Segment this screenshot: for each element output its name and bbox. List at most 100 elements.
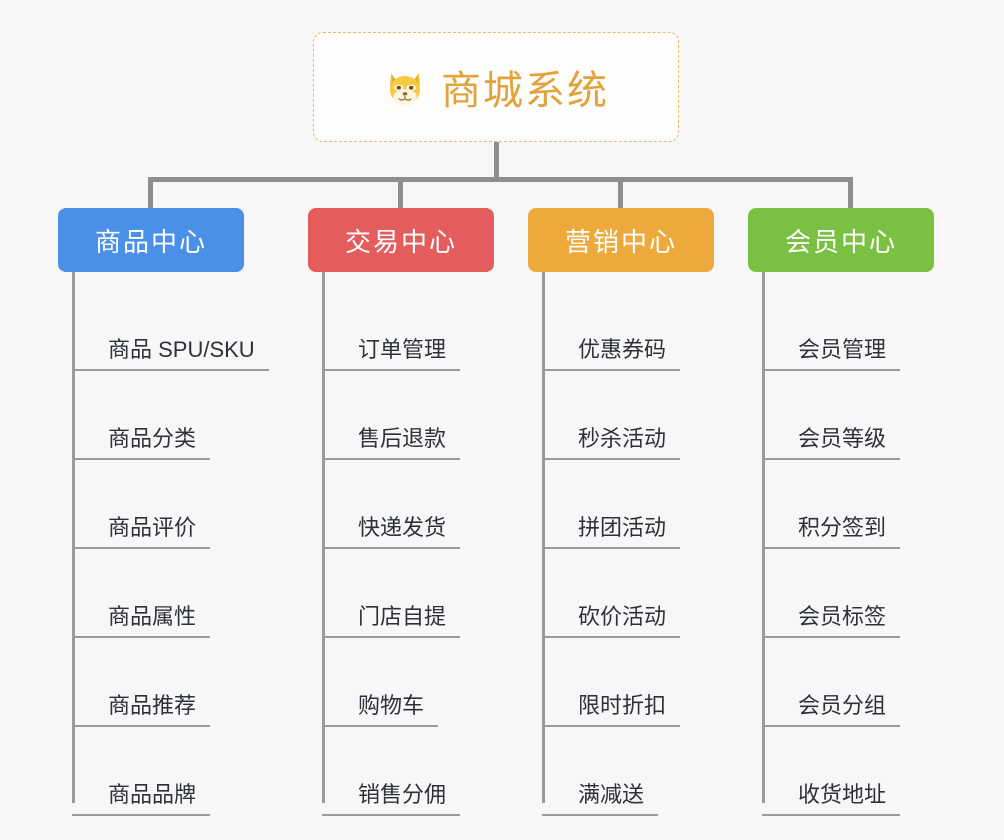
leaf-item[interactable]: 限时折扣: [542, 638, 758, 727]
leaf-label: 购物车: [358, 693, 425, 718]
branch-column-product: 商品中心 商品 SPU/SKU 商品分类 商品评价 商品属性 商品推荐: [58, 208, 348, 816]
category-header-marketing[interactable]: 营销中心: [528, 208, 714, 272]
leaf-label: 销售分佣: [358, 782, 447, 807]
leaf-item[interactable]: 商品 SPU/SKU: [72, 282, 348, 371]
leaf-item[interactable]: 积分签到: [762, 460, 988, 549]
leaf-item[interactable]: 秒杀活动: [542, 371, 758, 460]
leaf-item[interactable]: 售后退款: [322, 371, 538, 460]
leaf-label: 满减送: [578, 782, 645, 807]
root-node[interactable]: 商城系统: [313, 32, 679, 142]
leaf-underline: [542, 458, 681, 460]
leaf-label: 限时折扣: [578, 693, 667, 718]
leaf-underline: [542, 547, 681, 549]
connector-drop-2: [398, 177, 403, 209]
leaf-label: 优惠券码: [578, 337, 667, 362]
leaf-item[interactable]: 拼团活动: [542, 460, 758, 549]
leaf-underline: [72, 547, 211, 549]
leaf-item[interactable]: 满减送: [542, 727, 758, 816]
leaf-item[interactable]: 快递发货: [322, 460, 538, 549]
leaf-underline: [72, 636, 211, 638]
leaf-item[interactable]: 商品评价: [72, 460, 348, 549]
category-label: 会员中心: [784, 226, 897, 257]
branch-column-member: 会员中心 会员管理 会员等级 积分签到 会员标签 会员分组: [748, 208, 988, 816]
leaf-underline: [762, 814, 901, 816]
leaf-item[interactable]: 会员分组: [762, 638, 988, 727]
leaf-item[interactable]: 收货地址: [762, 727, 988, 816]
branch-column-trade: 交易中心 订单管理 售后退款 快递发货 门店自提 购物车: [308, 208, 538, 816]
leaf-item[interactable]: 订单管理: [322, 282, 538, 371]
root-title: 商城系统: [441, 69, 609, 113]
leaf-label: 快递发货: [358, 515, 447, 540]
connector-drop-3: [618, 177, 623, 209]
leaf-underline: [322, 636, 461, 638]
leaf-item[interactable]: 商品推荐: [72, 638, 348, 727]
leaf-item[interactable]: 销售分佣: [322, 727, 538, 816]
category-label: 交易中心: [344, 226, 457, 257]
leaf-label: 商品品牌: [108, 782, 197, 807]
leaf-item[interactable]: 会员标签: [762, 549, 988, 638]
leaf-item[interactable]: 砍价活动: [542, 549, 758, 638]
leaf-underline: [762, 636, 901, 638]
leaf-label: 商品推荐: [108, 693, 197, 718]
leaf-underline: [72, 814, 211, 816]
leaf-underline: [542, 814, 659, 816]
leaf-label: 积分签到: [798, 515, 887, 540]
leaf-underline: [322, 547, 461, 549]
leaf-item[interactable]: 门店自提: [322, 549, 538, 638]
leaf-item[interactable]: 优惠券码: [542, 282, 758, 371]
leaf-underline: [762, 725, 901, 727]
leaf-item[interactable]: 商品品牌: [72, 727, 348, 816]
category-label: 商品中心: [94, 226, 207, 257]
category-header-member[interactable]: 会员中心: [748, 208, 934, 272]
leaf-label: 收货地址: [798, 782, 887, 807]
leaf-item[interactable]: 会员管理: [762, 282, 988, 371]
leaf-underline: [322, 369, 461, 371]
connector-drop-1: [148, 177, 153, 209]
leaf-label: 会员等级: [798, 426, 887, 451]
leaf-spine: [322, 272, 325, 803]
category-header-trade[interactable]: 交易中心: [308, 208, 494, 272]
leaf-underline: [72, 725, 211, 727]
leaf-label: 商品属性: [108, 604, 197, 629]
leaf-list-product: 商品 SPU/SKU 商品分类 商品评价 商品属性 商品推荐 商品品牌: [72, 272, 348, 816]
leaf-label: 订单管理: [358, 337, 447, 362]
leaf-underline: [542, 636, 681, 638]
leaf-list-marketing: 优惠券码 秒杀活动 拼团活动 砍价活动 限时折扣 满减送: [542, 272, 758, 816]
leaf-label: 商品分类: [108, 426, 197, 451]
leaf-spine: [542, 272, 545, 803]
leaf-underline: [762, 547, 901, 549]
leaf-item[interactable]: 商品属性: [72, 549, 348, 638]
leaf-label: 商品评价: [108, 515, 197, 540]
leaf-label: 门店自提: [358, 604, 447, 629]
leaf-underline: [322, 725, 439, 727]
category-header-product[interactable]: 商品中心: [58, 208, 244, 272]
leaf-underline: [762, 458, 901, 460]
leaf-label: 售后退款: [358, 426, 447, 451]
leaf-spine: [72, 272, 75, 803]
connector-stem: [494, 142, 499, 180]
leaf-label: 商品 SPU/SKU: [108, 337, 255, 362]
leaf-label: 拼团活动: [578, 515, 667, 540]
leaf-underline: [72, 458, 211, 460]
leaf-underline: [542, 369, 681, 371]
leaf-item[interactable]: 商品分类: [72, 371, 348, 460]
leaf-label: 秒杀活动: [578, 426, 667, 451]
leaf-label: 会员管理: [798, 337, 887, 362]
leaf-underline: [542, 725, 681, 727]
leaf-list-trade: 订单管理 售后退款 快递发货 门店自提 购物车 销售分佣: [322, 272, 538, 816]
leaf-label: 会员分组: [798, 693, 887, 718]
leaf-spine: [762, 272, 765, 803]
branch-column-marketing: 营销中心 优惠券码 秒杀活动 拼团活动 砍价活动 限时折扣: [528, 208, 758, 816]
leaf-label: 会员标签: [798, 604, 887, 629]
leaf-label: 砍价活动: [578, 604, 667, 629]
leaf-list-member: 会员管理 会员等级 积分签到 会员标签 会员分组 收货地址: [762, 272, 988, 816]
category-label: 营销中心: [564, 226, 677, 257]
leaf-item[interactable]: 会员等级: [762, 371, 988, 460]
connector-bus: [148, 177, 852, 182]
leaf-underline: [322, 814, 461, 816]
leaf-underline: [762, 369, 901, 371]
shiba-dog-face-icon: [383, 65, 427, 109]
leaf-item[interactable]: 购物车: [322, 638, 538, 727]
connector-drop-4: [848, 177, 853, 209]
